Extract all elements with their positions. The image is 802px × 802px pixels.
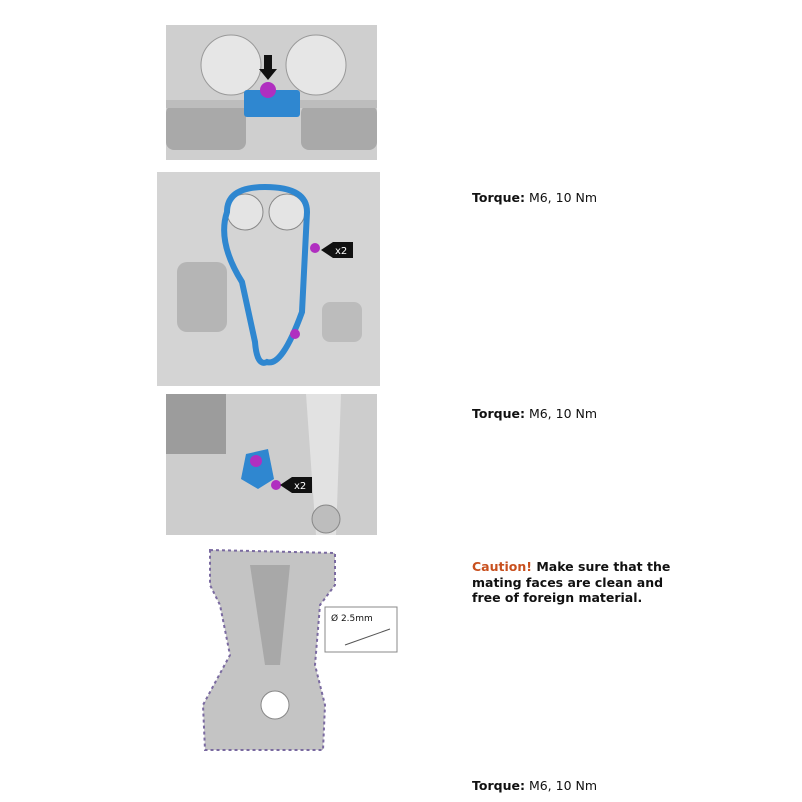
torque-spec-2: Torque: M6, 10 Nm <box>472 406 597 422</box>
torque-label: Torque: <box>472 190 525 205</box>
caution-note: Caution! Make sure that the mating faces… <box>472 559 672 606</box>
figure-timing-cover-sealant: Ø 2.5mm <box>195 545 400 757</box>
figure-timing-chain-guides: x2 <box>157 172 380 386</box>
torque-spec-3: Torque: M6, 10 Nm <box>472 778 597 794</box>
caution-text: Make sure that the mating faces are clea… <box>472 559 671 605</box>
torque-value: M6, 10 Nm <box>528 406 598 421</box>
caution-label: Caution! <box>472 559 532 574</box>
bead-diameter-label: Ø 2.5mm <box>331 613 373 624</box>
torque-value: M6, 10 Nm <box>528 190 598 205</box>
callout-label: x2 <box>335 246 347 257</box>
torque-label: Torque: <box>472 778 525 793</box>
callout-label: x2 <box>294 481 306 492</box>
torque-label: Torque: <box>472 406 525 421</box>
torque-value: M6, 10 Nm <box>528 778 598 793</box>
figure-chain-tensioner: x2 <box>166 394 377 535</box>
torque-spec-1: Torque: M6, 10 Nm <box>472 190 597 206</box>
figure-tensioner-top-view <box>166 25 377 160</box>
